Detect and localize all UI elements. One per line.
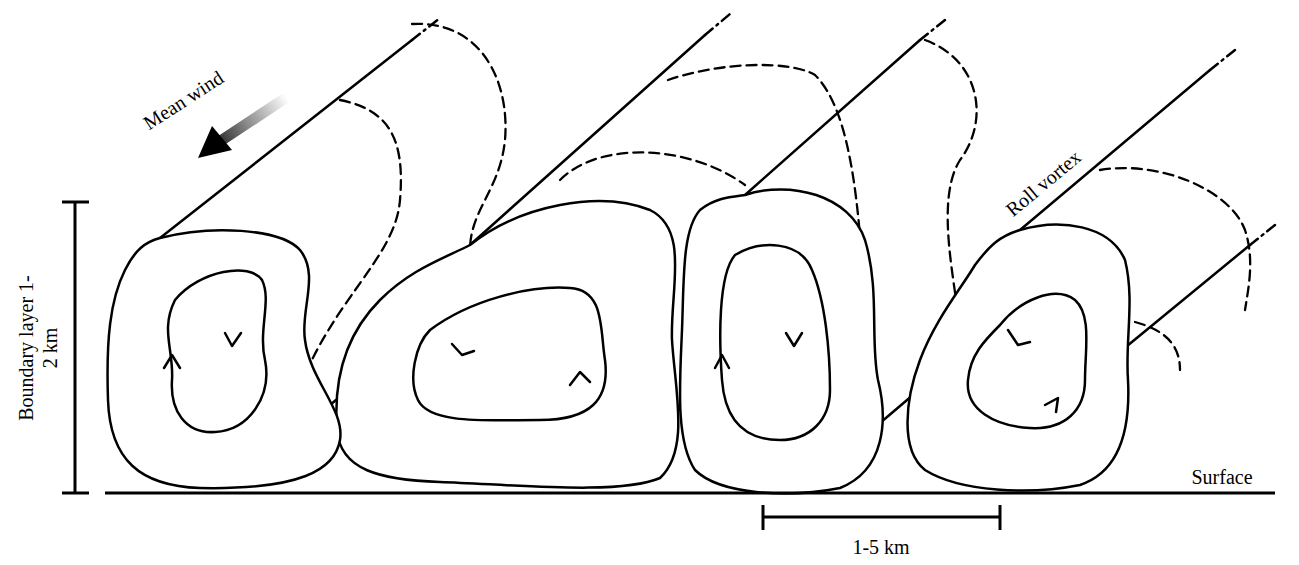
- tube-back-outline: [412, 24, 506, 250]
- roll-vortex: [336, 201, 678, 487]
- roll-vortex: [680, 189, 883, 493]
- rotation-arrowhead: [225, 333, 241, 346]
- mean-wind-arrow: [198, 97, 287, 158]
- dimension-label: 1-5 km: [852, 535, 909, 559]
- height-scale-bar: [62, 202, 89, 493]
- rotation-arrowhead: [715, 355, 729, 368]
- tube-back-outline: [560, 152, 745, 185]
- tube-line: [920, 20, 945, 40]
- rotation-arrowhead: [786, 333, 802, 346]
- tube-line: [1210, 50, 1235, 70]
- roll-vortex: [908, 225, 1130, 491]
- rotation-arrowhead: [1008, 330, 1030, 345]
- rotation-arrowhead: [570, 372, 590, 385]
- tube-line: [412, 18, 440, 40]
- tube-back-outline: [1135, 322, 1180, 370]
- tube-line: [1110, 245, 1250, 360]
- tube-line: [705, 14, 730, 35]
- width-scale-bar: [763, 505, 1000, 530]
- surface-line: [105, 492, 1275, 495]
- surface-label: Surface: [1191, 465, 1252, 489]
- tube-line: [160, 40, 412, 238]
- tube-line: [745, 40, 920, 195]
- inner-loop: [413, 288, 605, 421]
- rotation-arrowhead: [1045, 398, 1058, 412]
- wind-label: Mean wind: [138, 65, 227, 134]
- tube-line: [1250, 225, 1275, 245]
- axis-label: Boundary layer 1-2 km: [14, 273, 62, 423]
- inner-loop: [968, 294, 1087, 428]
- rotation-arrowhead: [164, 355, 180, 368]
- rotation-arrowhead: [452, 344, 474, 355]
- roll-vortex: [108, 230, 341, 488]
- inner-loop: [720, 245, 830, 440]
- tube-line: [1020, 70, 1210, 230]
- inner-loop: [168, 270, 266, 432]
